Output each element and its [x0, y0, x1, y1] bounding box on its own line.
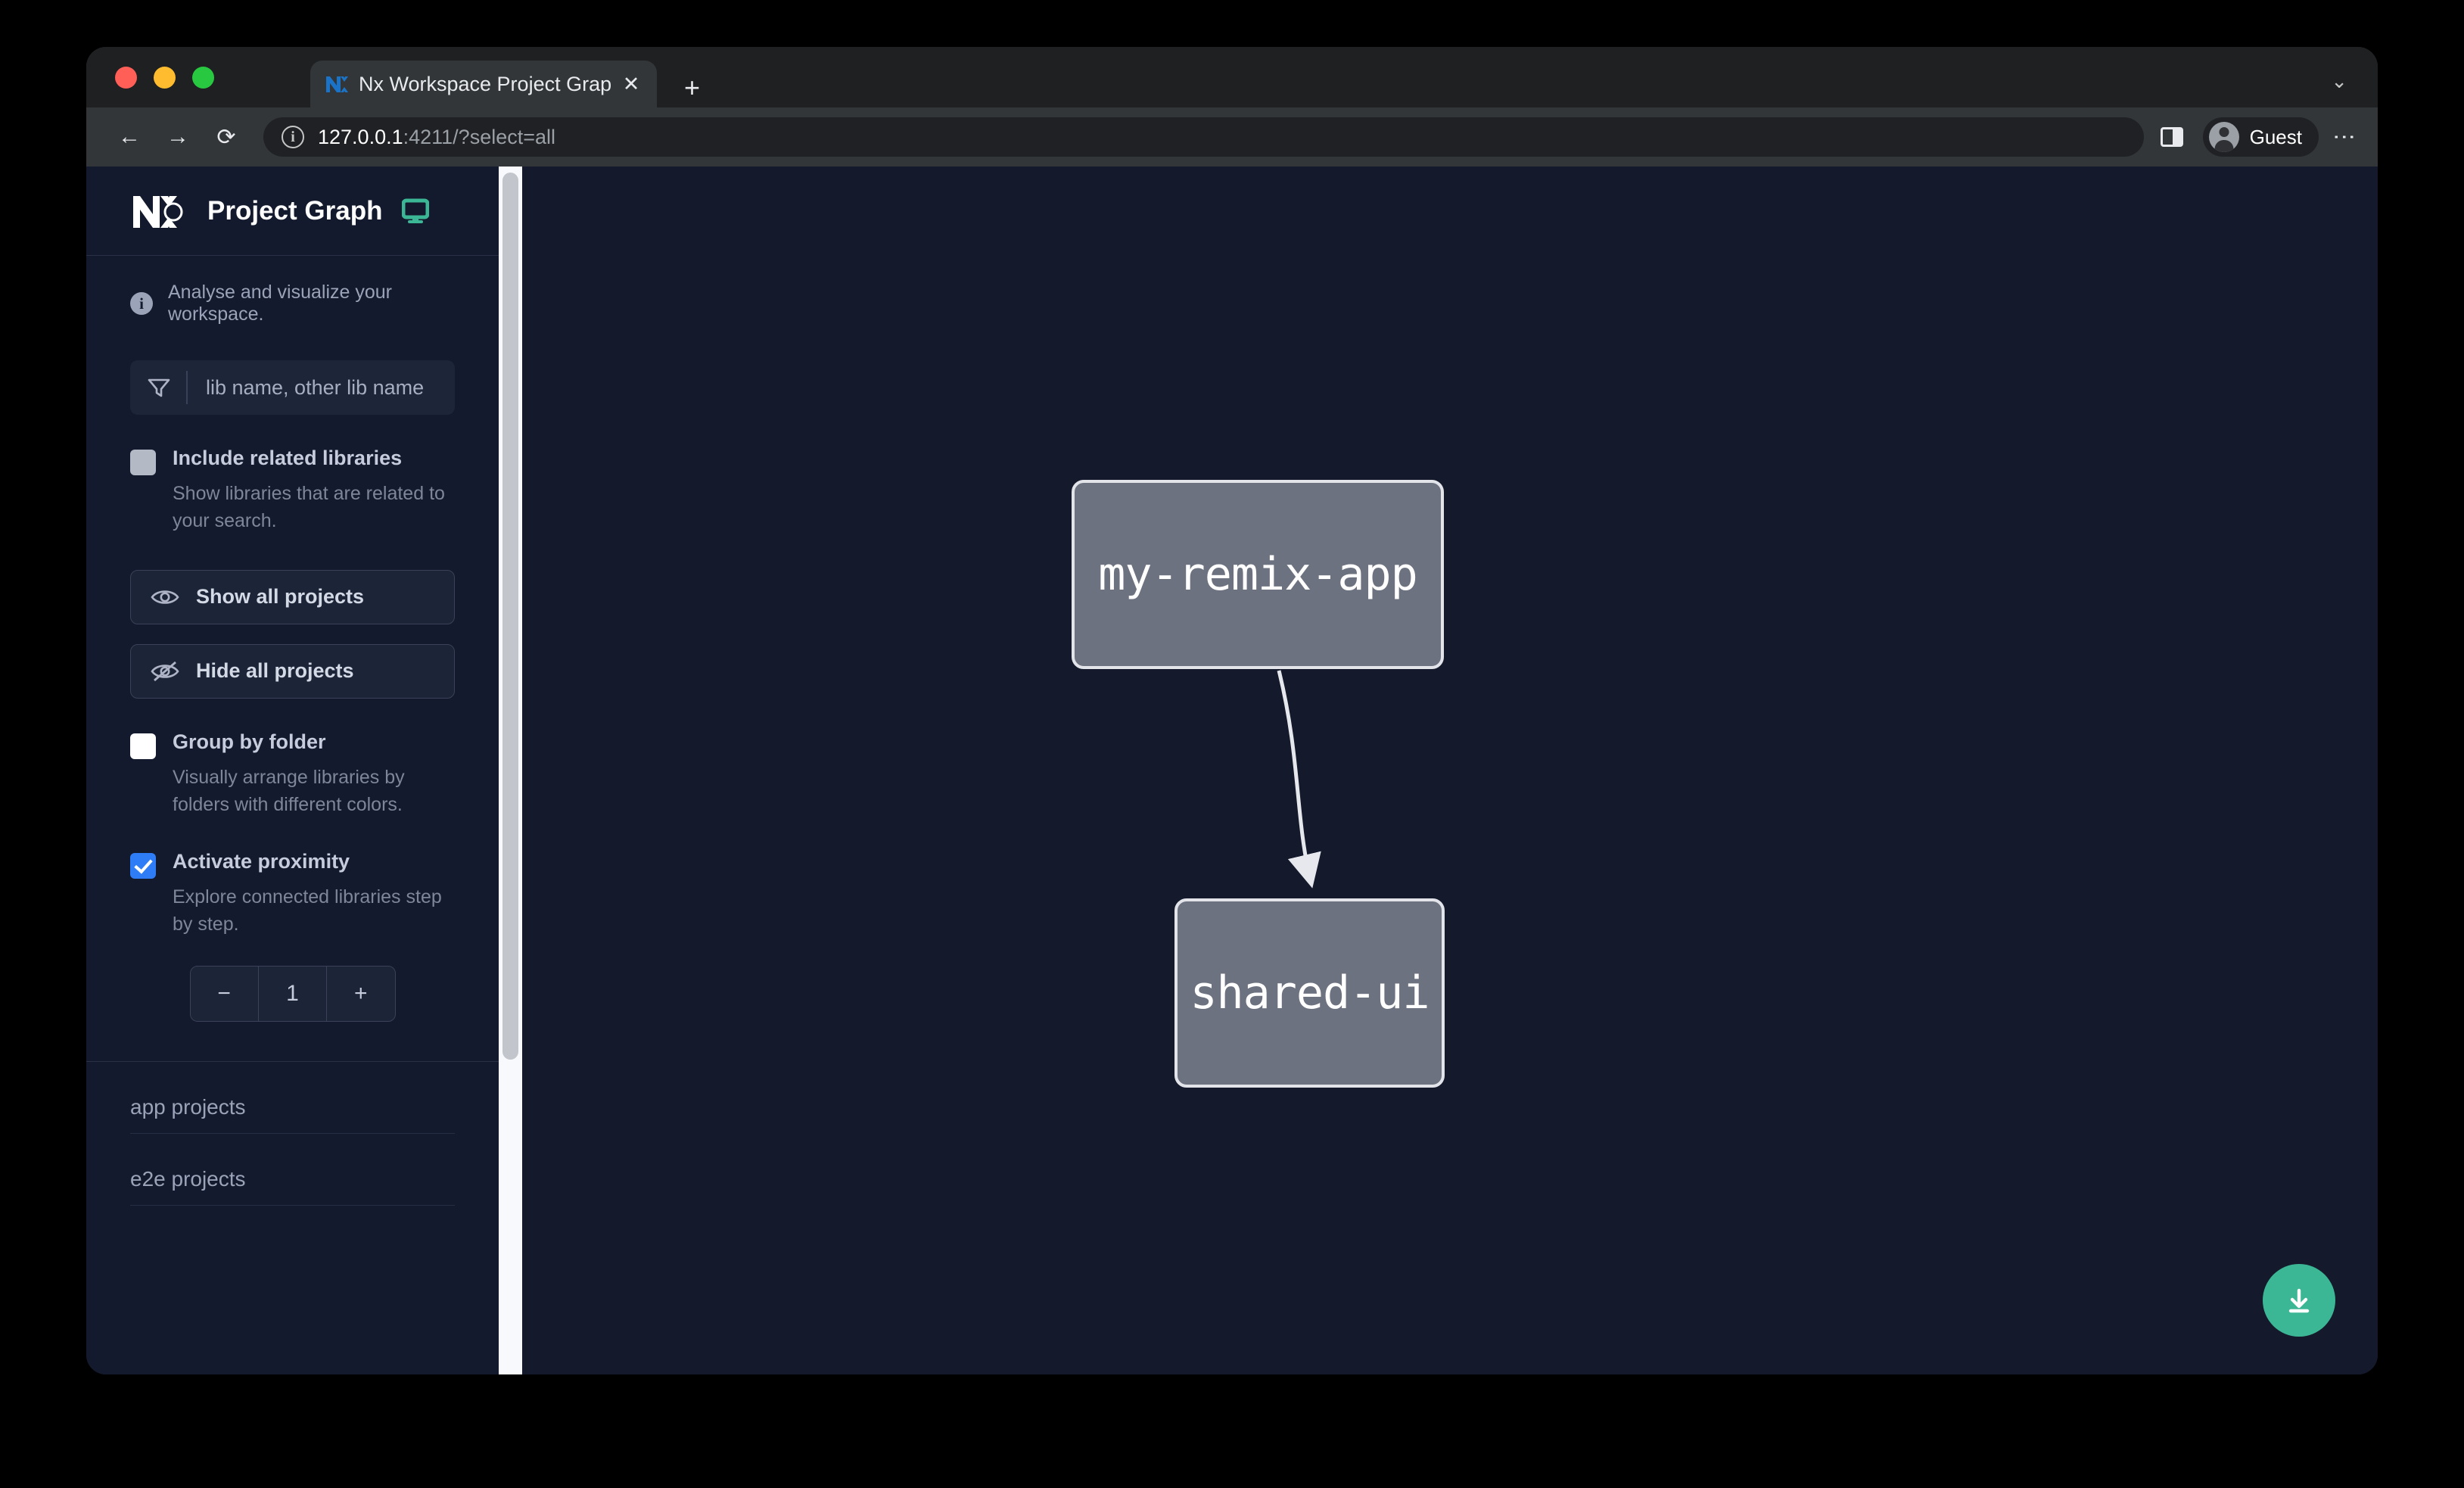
maximize-window-button[interactable]: [192, 67, 214, 89]
input-divider: [186, 371, 188, 404]
sidebar-tagline: i Analyse and visualize your workspace.: [86, 256, 499, 325]
option-label: Group by folder: [173, 730, 326, 753]
window-controls: [115, 67, 214, 89]
sidebar: Project Graph i Analyse and visualize yo…: [86, 167, 522, 1374]
project-graph-canvas[interactable]: my-remix-app shared-ui: [522, 167, 2378, 1374]
close-tab-button[interactable]: ✕: [622, 72, 640, 95]
option-include-related-libraries: Include related libraries Show libraries…: [86, 447, 499, 535]
option-description: Show libraries that are related to your …: [173, 483, 445, 532]
back-button[interactable]: ←: [118, 124, 141, 149]
sidebar-scrollbar[interactable]: [499, 167, 522, 1374]
search-input-wrapper[interactable]: [130, 360, 455, 415]
browser-window: Nx Workspace Project Graph ✕ + ⌄ ← → ⟳ i…: [86, 47, 2378, 1374]
download-icon: [2288, 1288, 2310, 1313]
forward-button[interactable]: →: [166, 124, 189, 149]
site-info-icon[interactable]: i: [282, 126, 304, 148]
eye-icon: [151, 586, 179, 609]
url-path: :4211/?select=all: [403, 125, 556, 148]
proximity-increment-button[interactable]: +: [326, 966, 394, 1021]
sidebar-scrollbar-thumb[interactable]: [502, 173, 518, 1060]
funnel-icon: [147, 376, 171, 399]
eye-off-icon: [151, 660, 179, 683]
graph-node-my-remix-app[interactable]: my-remix-app: [1072, 480, 1444, 669]
divider: [86, 1060, 499, 1062]
browser-toolbar: ← → ⟳ i 127.0.0.1:4211/?select=all Guest…: [86, 107, 2378, 167]
activate-proximity-checkbox[interactable]: [130, 853, 156, 879]
proximity-stepper[interactable]: − 1 +: [189, 965, 396, 1022]
include-related-libraries-checkbox[interactable]: [130, 450, 156, 475]
graph-node-label: my-remix-app: [1098, 548, 1417, 601]
tab-strip: Nx Workspace Project Graph ✕ + ⌄: [86, 47, 2378, 107]
project-group-title: e2e projects: [130, 1166, 246, 1191]
tagline-text: Analyse and visualize your workspace.: [168, 282, 392, 325]
divider: [130, 1204, 455, 1206]
option-description: Explore connected libraries step by step…: [173, 886, 442, 935]
info-icon: i: [130, 292, 153, 315]
download-graph-button[interactable]: [2263, 1264, 2335, 1337]
nx-logo-icon: [130, 191, 186, 231]
graph-node-label: shared-ui: [1190, 967, 1430, 1019]
option-activate-proximity: Activate proximity Explore connected lib…: [86, 850, 499, 1022]
show-all-projects-button[interactable]: Show all projects: [130, 569, 455, 624]
graph-edge-layer: [1277, 670, 1321, 889]
url-host: 127.0.0.1: [318, 125, 403, 148]
option-label: Include related libraries: [173, 447, 403, 469]
project-group-app[interactable]: app projects: [86, 1062, 499, 1134]
hide-all-projects-label: Hide all projects: [196, 659, 354, 682]
address-bar[interactable]: i 127.0.0.1:4211/?select=all: [263, 117, 2144, 157]
hide-all-projects-button[interactable]: Hide all projects: [130, 643, 455, 699]
option-group-by-folder: Group by folder Visually arrange librari…: [86, 730, 499, 819]
reload-button[interactable]: ⟳: [216, 124, 236, 150]
monitor-icon[interactable]: [401, 198, 430, 224]
show-all-projects-label: Show all projects: [196, 585, 365, 608]
divider: [130, 1132, 455, 1134]
graph-node-shared-ui[interactable]: shared-ui: [1174, 898, 1445, 1088]
graph-edge-my-remix-app-to-shared-ui: [1277, 670, 1321, 889]
option-description: Visually arrange libraries by folders wi…: [173, 766, 405, 815]
minimize-window-button[interactable]: [154, 67, 176, 89]
avatar: [2208, 122, 2239, 152]
tab-title: Nx Workspace Project Graph: [359, 72, 613, 95]
nx-favicon-icon: [324, 71, 350, 97]
search-input[interactable]: [204, 375, 438, 400]
browser-tab[interactable]: Nx Workspace Project Graph ✕: [310, 61, 657, 107]
proximity-decrement-button[interactable]: −: [217, 980, 231, 1006]
sidebar-header: Project Graph: [86, 167, 499, 256]
page-title: Project Graph: [207, 195, 383, 226]
browser-menu-button[interactable]: ⋮: [2332, 126, 2357, 148]
option-label: Activate proximity: [173, 850, 350, 873]
chevron-down-icon[interactable]: ⌄: [2331, 70, 2347, 92]
group-by-folder-checkbox[interactable]: [130, 733, 156, 759]
new-tab-button[interactable]: +: [684, 72, 701, 103]
side-panel-icon[interactable]: [2160, 127, 2183, 147]
profile-name: Guest: [2249, 125, 2302, 148]
close-window-button[interactable]: [115, 67, 137, 89]
page-viewport: Project Graph i Analyse and visualize yo…: [86, 167, 2378, 1374]
project-group-e2e[interactable]: e2e projects: [86, 1134, 499, 1206]
project-group-title: app projects: [130, 1094, 246, 1119]
proximity-value: 1: [257, 966, 326, 1021]
profile-button[interactable]: Guest: [2202, 117, 2319, 157]
